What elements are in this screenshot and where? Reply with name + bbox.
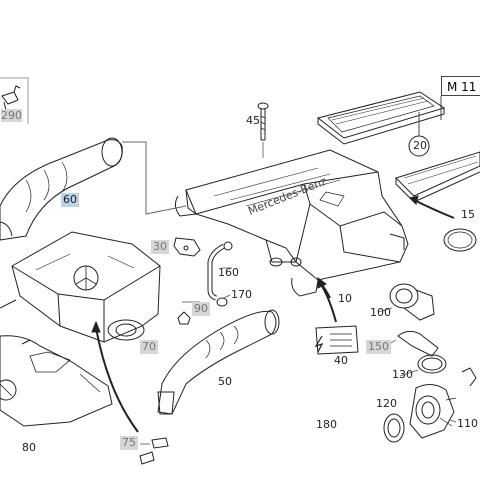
part-label-170[interactable]: 170: [231, 288, 252, 301]
part-label-15[interactable]: 15: [461, 208, 475, 221]
part-label-110[interactable]: 110: [457, 417, 478, 430]
part-label-30[interactable]: 30: [151, 240, 169, 254]
lower-cover: [0, 335, 113, 427]
part-label-160[interactable]: 160: [218, 266, 239, 279]
air-filter-housing: [174, 149, 409, 297]
part-label-80[interactable]: 80: [22, 441, 36, 454]
part-label-100[interactable]: 100: [370, 306, 391, 319]
brand-lettering: Mercedes-Benz: [246, 174, 328, 217]
part-label-75[interactable]: 75: [120, 436, 138, 450]
part-label-70[interactable]: 70: [140, 340, 158, 354]
bolt-45: [257, 102, 269, 158]
air-duct-50: [157, 309, 280, 415]
part-label-150[interactable]: 150: [366, 340, 391, 354]
seal-ring-15: [443, 228, 477, 252]
model-designation-box: M 11: [441, 76, 480, 96]
arrow-to-70: [95, 327, 139, 433]
label-plate-40: [314, 325, 359, 355]
part-label-20[interactable]: 20: [413, 139, 427, 152]
bracket-30: [173, 237, 201, 257]
part-label-40[interactable]: 40: [334, 354, 348, 367]
clip-90: [177, 311, 191, 325]
clips-75: [139, 437, 169, 465]
grommet-170: [216, 297, 228, 307]
part-label-290-text: 290: [1, 109, 22, 122]
duct-assembly-right: [383, 330, 477, 443]
part-label-50[interactable]: 50: [218, 375, 232, 388]
part-label-130[interactable]: 130: [392, 368, 413, 381]
intake-duct: [0, 137, 123, 241]
part-label-90[interactable]: 90: [192, 302, 210, 316]
part-label-120[interactable]: 120: [376, 397, 397, 410]
part-label-290[interactable]: 290: [0, 109, 24, 123]
engine-cover: [0, 231, 161, 343]
part-label-45[interactable]: 45: [246, 114, 260, 127]
part-label-180[interactable]: 180: [316, 418, 337, 431]
inset-panel-290: [0, 77, 29, 124]
air-filter-lower: [395, 151, 480, 203]
part-label-10[interactable]: 10: [338, 292, 352, 305]
air-filter-top: [316, 91, 446, 145]
arrow-to-40: [321, 285, 337, 323]
part-label-60[interactable]: 60: [61, 193, 79, 207]
sensor-100: [389, 283, 435, 321]
